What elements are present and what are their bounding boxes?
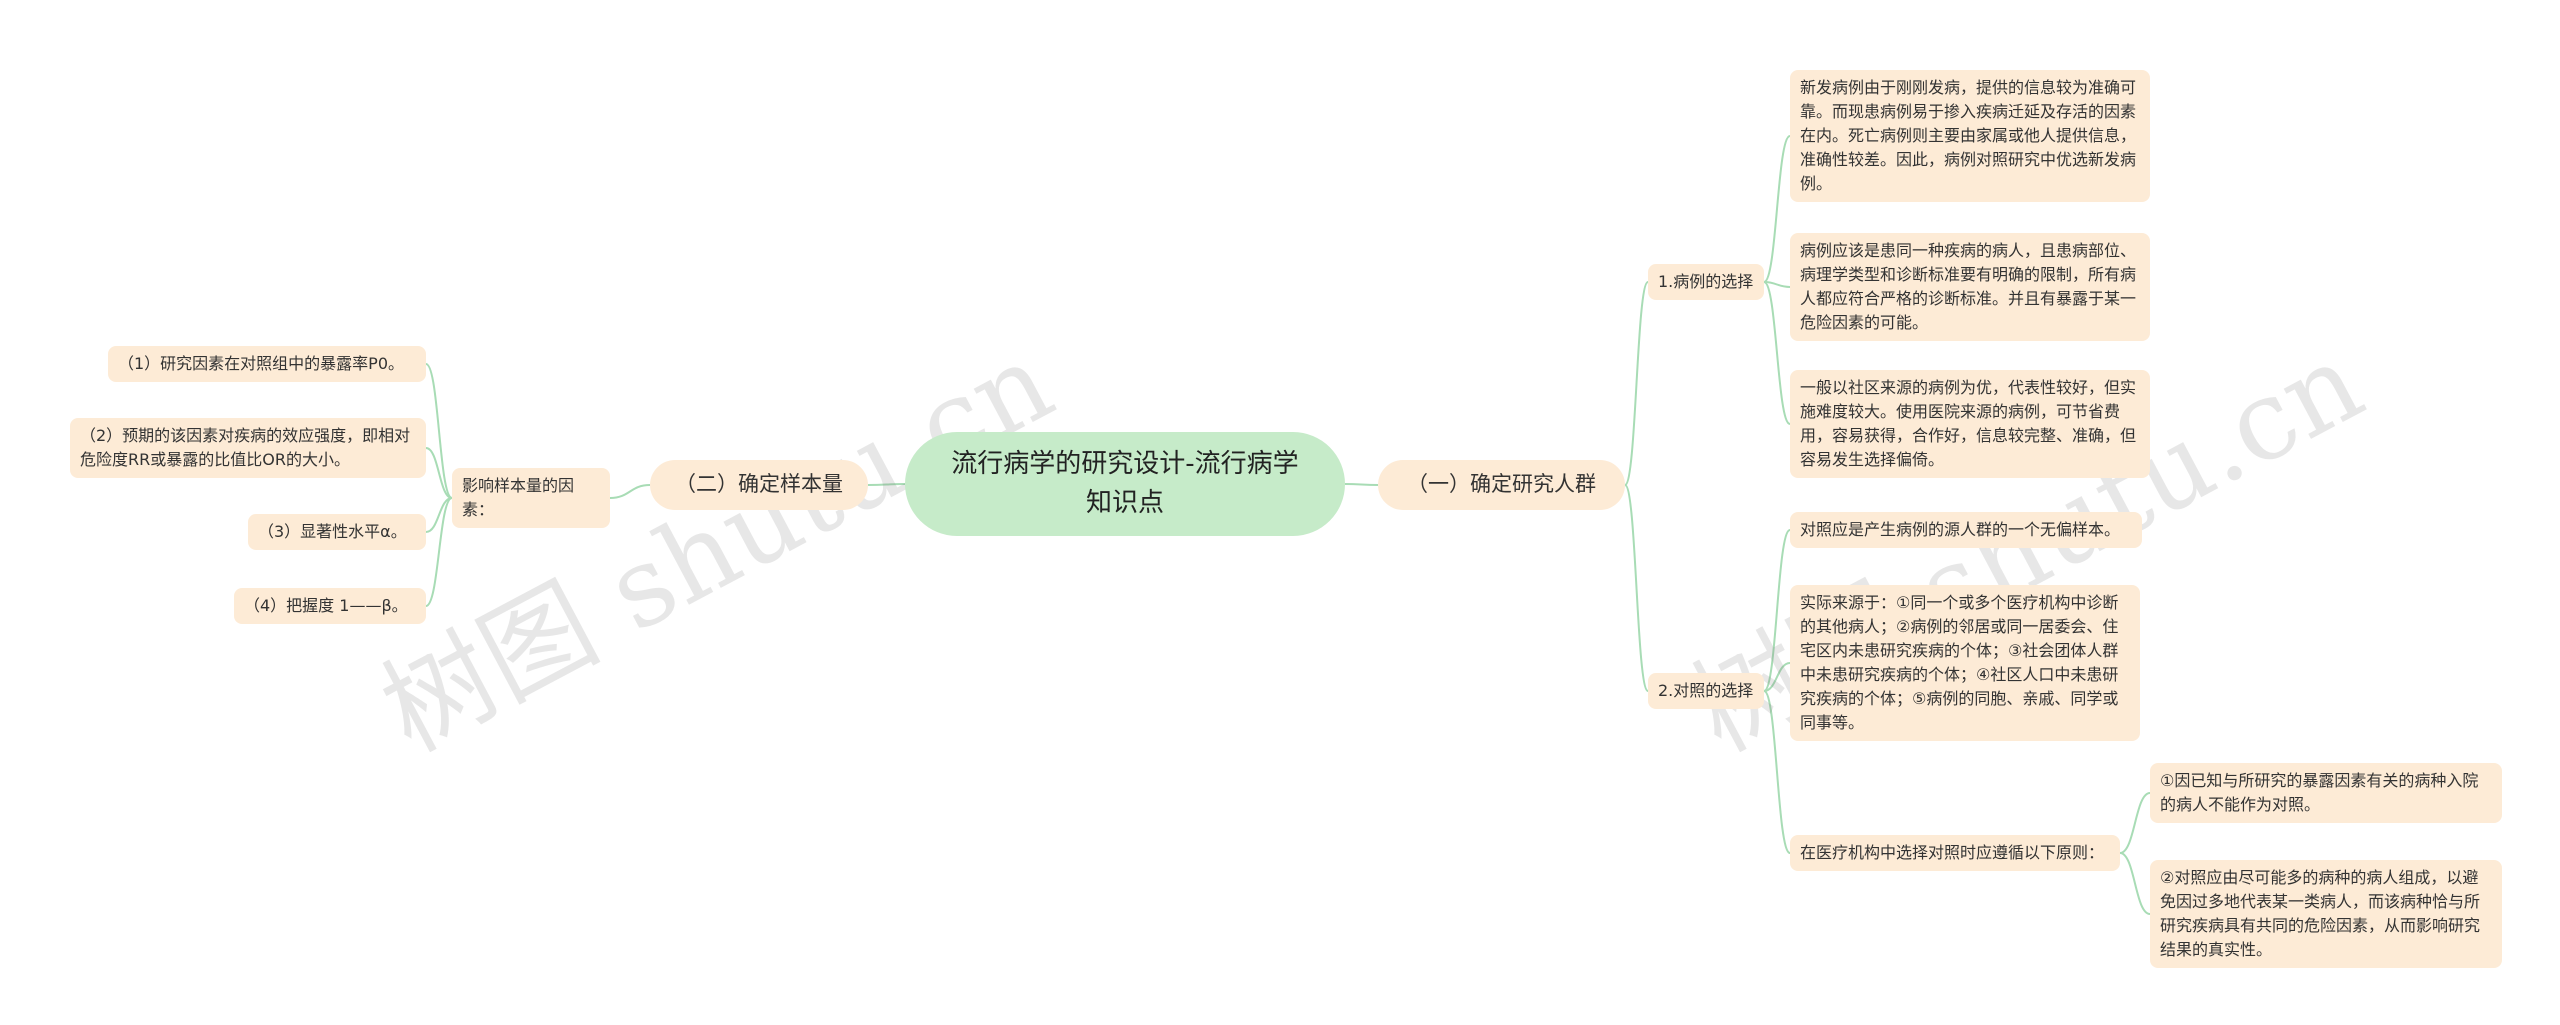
control-principle-node[interactable]: 在医疗机构中选择对照时应遵循以下原则： — [1790, 835, 2120, 871]
case-leaf-2[interactable]: 病例应该是患同一种疾病的病人，且患病部位、病理学类型和诊断标准要有明确的限制，所… — [1790, 233, 2150, 341]
link-root-topic-branch-sample-size — [867, 483, 906, 486]
control-selection-node[interactable]: 2.对照的选择 — [1648, 673, 1764, 709]
control-leaf-1[interactable]: 对照应是产生病例的源人群的一个无偏样本。 — [1790, 512, 2142, 548]
link-control-selection-node-control-leaf-1 — [1763, 529, 1791, 692]
case-leaf-3[interactable]: 一般以社区来源的病例为优，代表性较好，但实施难度较大。使用医院来源的病例，可节省… — [1790, 370, 2150, 478]
root-topic[interactable]: 流行病学的研究设计-流行病学知识点 — [905, 432, 1345, 536]
factor-leaf-3[interactable]: （3）显著性水平α。 — [248, 514, 426, 550]
link-case-selection-node-case-leaf-1 — [1763, 135, 1791, 283]
link-control-principle-node-principle-leaf-2 — [2119, 852, 2151, 915]
case-selection-node[interactable]: 1.病例的选择 — [1648, 264, 1764, 300]
factor-leaf-4[interactable]: （4）把握度 1——β。 — [234, 588, 426, 624]
link-case-selection-node-case-leaf-2 — [1763, 281, 1791, 288]
sample-factors-node[interactable]: 影响样本量的因素： — [452, 468, 610, 528]
link-sample-factors-node-factor-leaf-2 — [425, 447, 453, 499]
link-control-principle-node-principle-leaf-1 — [2119, 792, 2151, 854]
branch-sample-size[interactable]: （二）确定样本量 — [650, 460, 868, 510]
link-root-topic-branch-study-population — [1344, 483, 1379, 486]
case-leaf-1[interactable]: 新发病例由于刚刚发病，提供的信息较为准确可靠。而现患病例易于掺入疾病迁延及存活的… — [1790, 70, 2150, 202]
root-title: 流行病学的研究设计-流行病学知识点 — [951, 449, 1299, 518]
principle-leaf-2[interactable]: ②对照应由尽可能多的病种的病人组成，以避免因过多地代表某一类病人，而该病种恰与所… — [2150, 860, 2502, 968]
principle-leaf-1[interactable]: ①因已知与所研究的暴露因素有关的病种入院的病人不能作为对照。 — [2150, 763, 2502, 823]
link-control-selection-node-control-leaf-2 — [1763, 662, 1791, 692]
branch-study-population[interactable]: （一）确定研究人群 — [1378, 460, 1625, 510]
link-branch-sample-size-sample-factors-node — [609, 484, 651, 499]
link-branch-study-population-case-selection-node — [1624, 281, 1649, 486]
factor-leaf-2[interactable]: （2）预期的该因素对疾病的效应强度，即相对危险度RR或暴露的比值比OR的大小。 — [70, 418, 426, 478]
link-control-selection-node-control-principle-node — [1763, 690, 1791, 854]
link-case-selection-node-case-leaf-3 — [1763, 281, 1791, 425]
link-sample-factors-node-factor-leaf-1 — [425, 363, 453, 499]
factor-leaf-1[interactable]: （1）研究因素在对照组中的暴露率P0。 — [108, 346, 426, 382]
link-sample-factors-node-factor-leaf-4 — [425, 497, 453, 607]
link-branch-study-population-control-selection-node — [1624, 484, 1649, 692]
control-leaf-2[interactable]: 实际来源于：①同一个或多个医疗机构中诊断的其他病人；②病例的邻居或同一居委会、住… — [1790, 585, 2140, 741]
